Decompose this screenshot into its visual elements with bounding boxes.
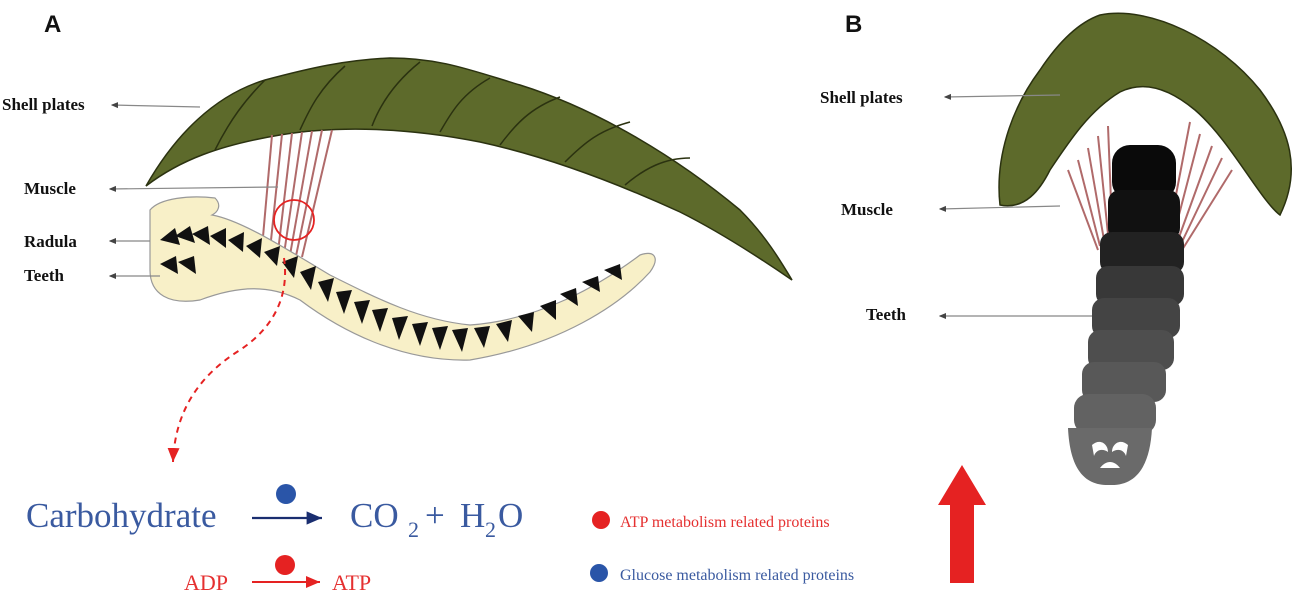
panel-a-letter: A	[44, 11, 61, 38]
eq-atp: ATP	[332, 570, 371, 595]
dashed-pointer-arrow	[167, 257, 287, 463]
panel-a-shell-plates	[145, 57, 793, 281]
panel-a-teeth	[160, 226, 622, 352]
panel-b-letter: B	[845, 11, 862, 38]
panel-a-muscle	[261, 129, 333, 258]
label-muscle-a: Muscle	[24, 179, 76, 198]
eq-product-h-sub: 2	[485, 517, 496, 542]
legend-atp-label: ATP metabolism related proteins	[620, 514, 830, 531]
label-teeth-a: Teeth	[24, 266, 65, 285]
eq-product-co-sub: 2	[408, 517, 419, 542]
label-shell-plates-b: Shell plates	[820, 88, 903, 107]
panel-b-teeth	[1068, 145, 1184, 486]
eq-product-co: CO	[350, 496, 399, 535]
eq-product-h: H	[460, 496, 485, 535]
leader-shell-plates-a	[110, 102, 201, 109]
legend-red-dot-icon	[592, 511, 610, 529]
red-dot-icon	[275, 555, 295, 575]
panel-a-radula	[149, 196, 656, 361]
eq-adp: ADP	[184, 570, 228, 595]
eq-product-o: O	[498, 496, 523, 535]
leader-shell-plates-b	[943, 93, 1061, 100]
panel-b-shell-plates	[998, 12, 1293, 217]
label-radula-a: Radula	[24, 232, 77, 251]
eq-plus: +	[425, 496, 445, 535]
blue-dot-icon	[276, 484, 296, 504]
muscle-attachment-highlight	[273, 199, 315, 241]
label-muscle-b: Muscle	[841, 200, 893, 219]
leader-muscle-b	[938, 205, 1061, 212]
legend-glucose-label: Glucose metabolism related proteins	[620, 567, 854, 584]
leader-muscle-a	[108, 185, 279, 192]
eq-reactant: Carbohydrate	[26, 496, 216, 535]
label-teeth-b: Teeth	[866, 305, 907, 324]
label-shell-plates-a: Shell plates	[2, 95, 85, 114]
legend-blue-dot-icon	[590, 564, 608, 582]
up-arrow-icon	[938, 465, 986, 583]
